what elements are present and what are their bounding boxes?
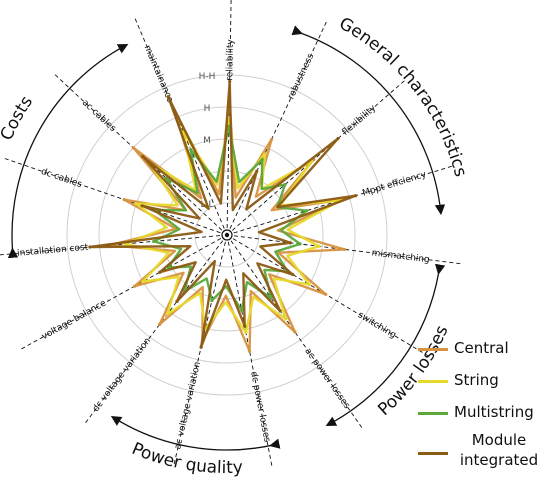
series-point-multistring-6 bbox=[269, 296, 273, 300]
series-point-central-13 bbox=[131, 146, 135, 150]
axis-label-mismatching: mismatching bbox=[371, 248, 430, 265]
series-point-module-integrated-1 bbox=[255, 169, 259, 173]
legend-item-central: Central bbox=[418, 336, 548, 368]
series-point-multistring-13 bbox=[164, 176, 168, 180]
series-point-module-integrated-3 bbox=[353, 194, 358, 198]
series-point-module-integrated-4 bbox=[288, 241, 293, 245]
series-point-multistring-14 bbox=[189, 147, 193, 152]
category-label-general-characteristics: General characteristics bbox=[336, 14, 471, 180]
legend-label-module-integrated: Module integrated bbox=[459, 431, 539, 469]
series-point-module-integrated-9 bbox=[175, 299, 179, 304]
series-point-module-integrated-14 bbox=[166, 94, 170, 99]
level-label-m: M bbox=[203, 136, 211, 146]
series-point-module-integrated-11 bbox=[88, 245, 92, 249]
series-point-module-integrated-10 bbox=[158, 270, 162, 274]
series-point-multistring-3 bbox=[304, 209, 309, 213]
axis-label-installation-cost: installation cost bbox=[17, 243, 89, 259]
series-point-multistring-1 bbox=[260, 157, 264, 162]
series-point-central-6 bbox=[293, 330, 297, 334]
axis-label-ac-power-losses: ac power losses bbox=[302, 346, 351, 411]
axis-label-reliability: reliability bbox=[225, 38, 236, 80]
series-point-string-7 bbox=[244, 330, 248, 334]
series-point-multistring-8 bbox=[210, 298, 214, 303]
legend-swatch-string bbox=[418, 380, 448, 383]
axis-label-mppt-effciency: Mppt effciency bbox=[361, 170, 428, 199]
grid-ring-1 bbox=[194, 202, 260, 268]
series-point-module-integrated-12 bbox=[140, 204, 144, 208]
series-point-string-12 bbox=[134, 202, 138, 206]
series-point-multistring-7 bbox=[240, 308, 244, 312]
level-label-h: H bbox=[204, 104, 211, 114]
series-point-string-4 bbox=[317, 244, 321, 248]
legend-item-module-integrated: Module integrated bbox=[418, 431, 548, 478]
radar-series bbox=[88, 79, 358, 353]
category-label-power-quality: Power quality bbox=[129, 439, 243, 478]
level-label-h-h: H-H bbox=[199, 72, 216, 82]
legend-label-string: String bbox=[454, 371, 499, 389]
series-point-module-integrated-0 bbox=[228, 79, 232, 84]
series-point-module-integrated-2 bbox=[336, 136, 340, 141]
series-point-multistring-2 bbox=[283, 183, 287, 187]
series-point-module-integrated-7 bbox=[243, 324, 247, 328]
series-point-module-integrated-5 bbox=[291, 272, 295, 277]
category-arc-power-losses bbox=[325, 263, 446, 427]
series-point-central-10 bbox=[133, 284, 137, 288]
series-point-string-9 bbox=[165, 312, 169, 316]
series-point-string-5 bbox=[307, 282, 311, 287]
axis-label-voltage-balance: voltage balance bbox=[40, 298, 108, 342]
category-arc-power-quality bbox=[110, 415, 281, 451]
series-point-module-integrated-6 bbox=[278, 309, 282, 313]
series-point-central-9 bbox=[157, 322, 162, 327]
category-label-text-costs: Costs bbox=[0, 92, 37, 143]
axis-label-ac-voltage-variation: ac voltage variation bbox=[173, 361, 203, 451]
axis-label-ac-cables: ac cables bbox=[80, 98, 118, 134]
series-point-central-5 bbox=[324, 292, 328, 296]
axis-label-maintainance: maintainance bbox=[142, 44, 175, 105]
legend-label-central: Central bbox=[454, 339, 509, 357]
category-label-text-general-characteristics: General characteristics bbox=[336, 14, 471, 180]
center-dot bbox=[224, 232, 230, 238]
series-point-module-integrated-13 bbox=[141, 154, 145, 159]
legend-label-multistring: Multistring bbox=[454, 403, 534, 421]
category-arc-general-characteristics bbox=[291, 25, 446, 216]
series-point-string-1 bbox=[263, 152, 267, 156]
category-label-costs: Costs bbox=[0, 92, 37, 143]
axis-label-dc-cables: dc cables bbox=[40, 167, 84, 190]
axis-label-dc-voltage-variation: dc voltage variation bbox=[91, 336, 153, 414]
series-point-central-1 bbox=[270, 137, 274, 141]
series-point-multistring-11 bbox=[152, 239, 156, 244]
axis-label-flexibility: flexibility bbox=[341, 103, 379, 138]
legend-swatch-central bbox=[418, 348, 448, 351]
series-point-central-7 bbox=[247, 349, 252, 353]
radar-center bbox=[221, 229, 233, 241]
axis-label-dc-power-losses: dc power losses bbox=[248, 371, 272, 444]
axis-label-switching: switching bbox=[356, 310, 398, 341]
legend-item-multistring: Multistring bbox=[418, 400, 548, 432]
legend: Central String Multistring Module integr… bbox=[418, 336, 548, 478]
legend-item-string: String bbox=[418, 368, 548, 400]
series-line-module-integrated bbox=[88, 80, 357, 349]
series-point-central-4 bbox=[342, 247, 347, 252]
legend-swatch-module-integrated bbox=[418, 452, 448, 455]
category-label-text-power-quality: Power quality bbox=[129, 439, 243, 478]
series-point-central-12 bbox=[122, 197, 126, 202]
category-arc-costs bbox=[7, 43, 129, 259]
legend-swatch-multistring bbox=[418, 412, 448, 415]
series-point-module-integrated-8 bbox=[199, 345, 203, 349]
series-point-string-6 bbox=[284, 317, 288, 321]
series-point-string-10 bbox=[141, 279, 145, 284]
series-point-multistring-4 bbox=[298, 242, 302, 246]
